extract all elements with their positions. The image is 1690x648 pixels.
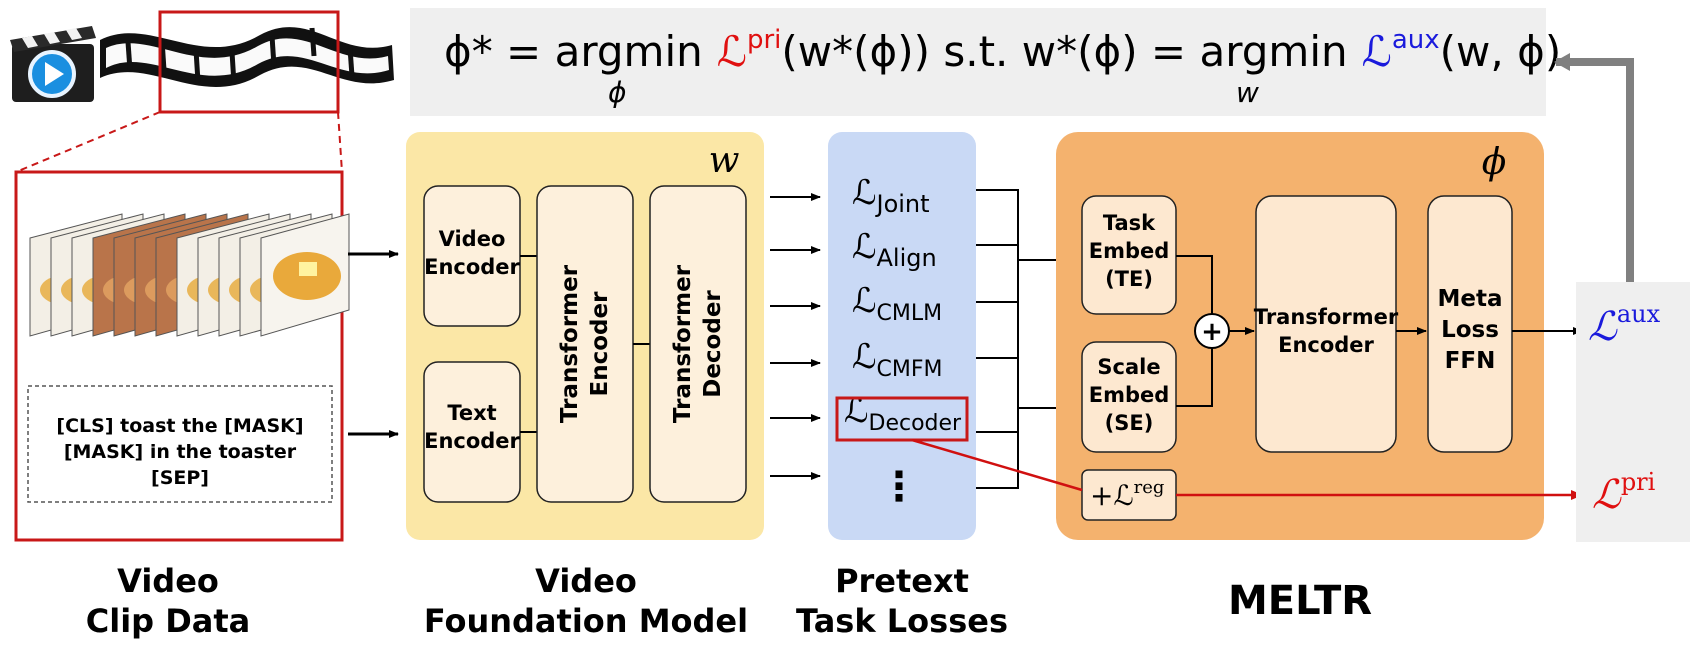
- regularizer-label: +ℒreg: [1090, 477, 1164, 512]
- task-embed-label-2: Embed: [1089, 239, 1170, 263]
- masked-text-line-3: [SEP]: [151, 467, 209, 489]
- caption-video-clip-2: Clip Data: [86, 602, 251, 640]
- feedback-arrow: [1554, 53, 1634, 282]
- loss-cmfm: ℒCMFM: [852, 337, 942, 382]
- loss-align: ℒAlign: [852, 227, 937, 272]
- scale-embed-label-2: Embed: [1089, 383, 1170, 407]
- formula-l-pri: ℒ: [717, 27, 747, 76]
- meltr-transformer-label-2: Encoder: [1278, 333, 1374, 357]
- decoder-loss-highlight: [835, 396, 969, 442]
- text-encoder-label-1: Text: [447, 401, 496, 425]
- more-losses-ellipsis: ⋮: [879, 464, 919, 510]
- sum-plus-sign: +: [1201, 317, 1223, 347]
- transformer-decoder-label-1: Transformer: [670, 264, 696, 423]
- caption-pretext-2: Task Losses: [796, 602, 1008, 640]
- output-panel: [1576, 282, 1690, 542]
- caption-meltr: MELTR: [1228, 578, 1372, 624]
- formula-l-aux: ℒ: [1362, 27, 1392, 76]
- film-strip-icon: [100, 27, 394, 88]
- masked-text-line-2: [MASK] in the toaster: [64, 441, 297, 463]
- meltr-transformer-encoder-box: [1255, 195, 1397, 453]
- video-encoder-label-1: Video: [439, 227, 506, 251]
- formula-sub-w: w: [1236, 76, 1259, 109]
- masked-text-line-1: [CLS] toast the [MASK]: [56, 415, 303, 437]
- formula-part-1: ϕ* = argmin: [444, 27, 703, 76]
- output-l-pri: ℒpri: [1592, 468, 1656, 518]
- transformer-encoder-label-1: Transformer: [557, 264, 583, 423]
- objective-formula: ϕ* = argmin ℒpri(w*(ϕ)) s.t. w*(ϕ) = argm…: [444, 25, 1561, 109]
- scale-embed-box: [1081, 341, 1177, 453]
- scale-embed-label-3: (SE): [1105, 411, 1154, 435]
- film-highlight-box: [158, 10, 340, 114]
- meta-loss-label-1: Meta: [1437, 286, 1502, 312]
- meta-loss-label-3: FFN: [1445, 348, 1496, 374]
- masked-text-box: [27, 385, 333, 503]
- formula-part-2: (w*(ϕ)) s.t. w*(ϕ) = argmin: [781, 27, 1347, 76]
- caption-foundation-2: Foundation Model: [424, 602, 748, 640]
- formula-l-pri-sup: pri: [747, 25, 781, 55]
- frame-stack: [29, 213, 350, 337]
- transformer-decoder-label-2: Decoder: [700, 290, 726, 398]
- caption-foundation-1: Video: [535, 562, 637, 600]
- meltr-transformer-label-1: Transformer: [1254, 305, 1399, 329]
- task-embed-label-3: (TE): [1105, 267, 1153, 291]
- formula-sub-phi: ϕ: [608, 76, 626, 109]
- formula-l-aux-sup: aux: [1392, 25, 1440, 55]
- param-w-label: w: [709, 140, 740, 181]
- text-encoder-label-2: Encoder: [424, 429, 520, 453]
- caption-pretext-1: Pretext: [835, 562, 969, 600]
- formula-panel: [410, 8, 1546, 116]
- task-embed-label-1: Task: [1103, 211, 1156, 235]
- caption-video-clip-1: Video: [117, 562, 219, 600]
- loss-joint: ℒJoint: [852, 173, 930, 218]
- transformer-encoder-box: [536, 185, 634, 503]
- toast-frame: [260, 213, 350, 337]
- output-l-aux: ℒaux: [1588, 300, 1661, 350]
- meta-loss-ffn-box: [1427, 195, 1513, 453]
- video-encoder-label-2: Encoder: [424, 255, 520, 279]
- formula-part-3: (w, ϕ): [1440, 27, 1562, 76]
- param-phi-label: ϕ: [1482, 142, 1507, 183]
- pretext-losses-panel: [828, 132, 976, 540]
- clapperboard-icon: [10, 26, 96, 102]
- scale-embed-label-1: Scale: [1097, 355, 1160, 379]
- loss-cmlm: ℒCMLM: [852, 281, 942, 326]
- transformer-decoder-box: [649, 185, 747, 503]
- transformer-encoder-label-2: Encoder: [587, 291, 613, 397]
- meta-loss-label-2: Loss: [1441, 317, 1499, 343]
